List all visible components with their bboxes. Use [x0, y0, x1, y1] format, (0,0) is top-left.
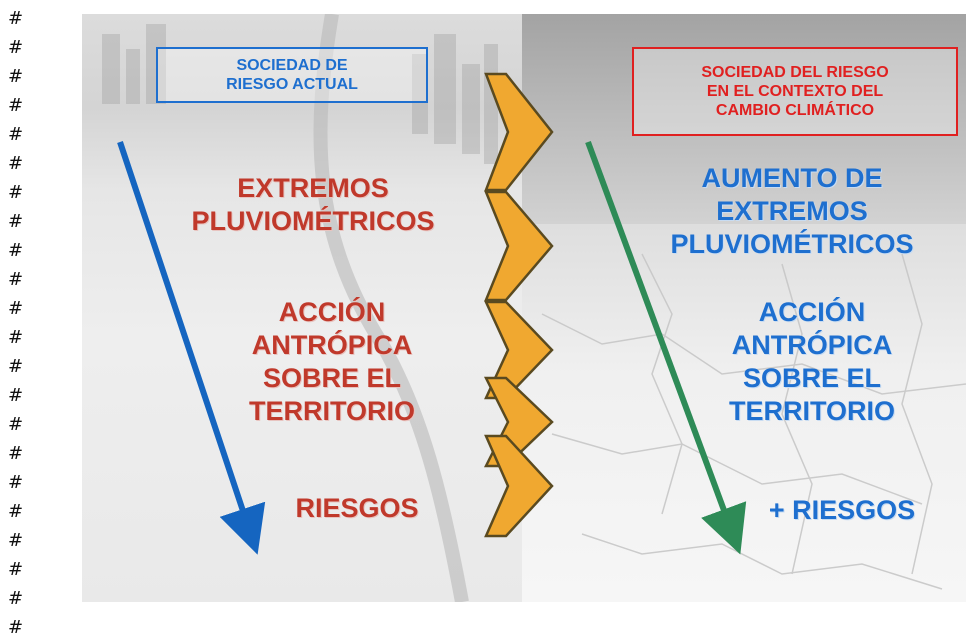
- gutter-mark: #: [8, 588, 24, 609]
- gutter-mark: #: [8, 124, 24, 145]
- right-rainfall-extremes-label: AUMENTO DE EXTREMOS PLUVIOMÉTRICOS: [670, 163, 914, 259]
- gutter-mark: #: [8, 385, 24, 406]
- gutter-marks: # # # # # # # # # # # # # # # # # # # # …: [8, 4, 32, 642]
- diagram-stage: SOCIEDAD DE RIESGO ACTUAL SOCIEDAD DEL R…: [82, 14, 966, 602]
- gutter-mark: #: [8, 327, 24, 348]
- down-arrow-icon: [585, 140, 747, 555]
- gutter-mark: #: [8, 95, 24, 116]
- title-line: EN EL CONTEXTO DEL: [706, 83, 884, 100]
- gutter-mark: #: [8, 559, 24, 580]
- gutter-mark: #: [8, 414, 24, 435]
- gutter-mark: #: [8, 530, 24, 551]
- gutter-mark: #: [8, 8, 24, 29]
- gutter-mark: #: [8, 211, 24, 232]
- gutter-mark: #: [8, 472, 24, 493]
- gutter-mark: #: [8, 501, 24, 522]
- title-line: RIESGO ACTUAL: [226, 76, 358, 93]
- down-arrow-icon: [117, 141, 266, 555]
- ground-cracks-decoration: [541, 253, 966, 590]
- climate-change-risk-society-title: SOCIEDAD DEL RIESGO EN EL CONTEXTO DEL C…: [632, 47, 958, 136]
- gutter-mark: #: [8, 37, 24, 58]
- right-sky-background: [522, 14, 966, 224]
- title-line: SOCIEDAD DEL RIESGO: [701, 64, 889, 81]
- title-line: CAMBIO CLIMÁTICO: [715, 102, 875, 119]
- left-rainfall-extremes-label: EXTREMOS PLUVIOMÉTRICOS: [191, 173, 435, 236]
- right-more-risks-label: + RIESGOS: [768, 495, 916, 525]
- gutter-mark: #: [8, 269, 24, 290]
- chevron-icon: [484, 434, 554, 538]
- right-anthropic-action-label: ACCIÓN ANTRÓPICA SOBRE EL TERRITORIO: [728, 297, 895, 426]
- current-risk-society-title: SOCIEDAD DE RIESGO ACTUAL: [156, 47, 428, 103]
- left-anthropic-action-label: ACCIÓN ANTRÓPICA SOBRE EL TERRITORIO: [248, 297, 415, 426]
- gutter-mark: #: [8, 298, 24, 319]
- chevron-icon: [484, 72, 554, 192]
- coastline-decoration: [313, 14, 469, 602]
- chevron-icon: [484, 190, 554, 302]
- gutter-mark: #: [8, 617, 24, 638]
- gutter-mark: #: [8, 66, 24, 87]
- gutter-mark: #: [8, 443, 24, 464]
- chevron-column: [483, 72, 554, 538]
- gutter-mark: #: [8, 182, 24, 203]
- gutter-mark: #: [8, 240, 24, 261]
- left-risks-label: RIESGOS: [295, 493, 419, 523]
- left-background: [82, 14, 524, 602]
- gutter-mark: #: [8, 356, 24, 377]
- gutter-mark: #: [8, 153, 24, 174]
- title-line: SOCIEDAD DE: [236, 57, 348, 74]
